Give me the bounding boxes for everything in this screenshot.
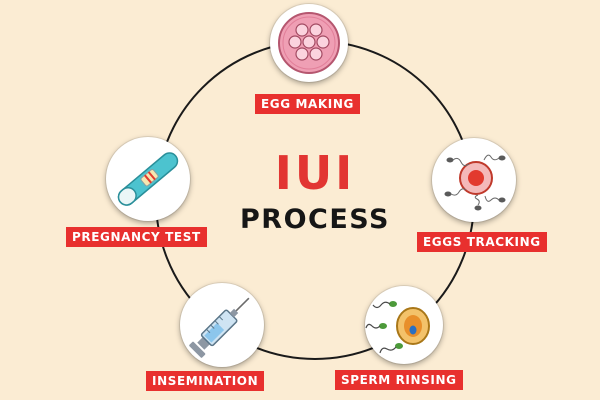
step-pregnancy-test-label: PREGNANCY TEST: [66, 227, 207, 247]
syringe-icon: [189, 297, 250, 358]
step-eggs-tracking-node: [432, 138, 516, 222]
step-insemination-label: INSEMINATION: [146, 371, 265, 391]
step-pregnancy-test-node: [106, 137, 190, 221]
step-sperm-rinsing-node: [365, 286, 443, 364]
step-egg-making-node: [270, 4, 348, 82]
diagram-title: IUI: [274, 146, 356, 200]
diagram-subtitle: PROCESS: [240, 204, 390, 235]
step-insemination-node: [180, 283, 264, 367]
egg-sperm-tracking-icon: [444, 154, 506, 211]
egg-cell-icon: [278, 12, 340, 74]
step-egg-making-label: EGG MAKING: [255, 94, 360, 114]
step-sperm-rinsing-label: SPERM RINSING: [335, 370, 463, 390]
step-eggs-tracking-label: EGGS TRACKING: [417, 232, 547, 252]
sperm-rinsing-icon: [365, 301, 430, 354]
pregnancy-test-icon: [117, 152, 179, 206]
